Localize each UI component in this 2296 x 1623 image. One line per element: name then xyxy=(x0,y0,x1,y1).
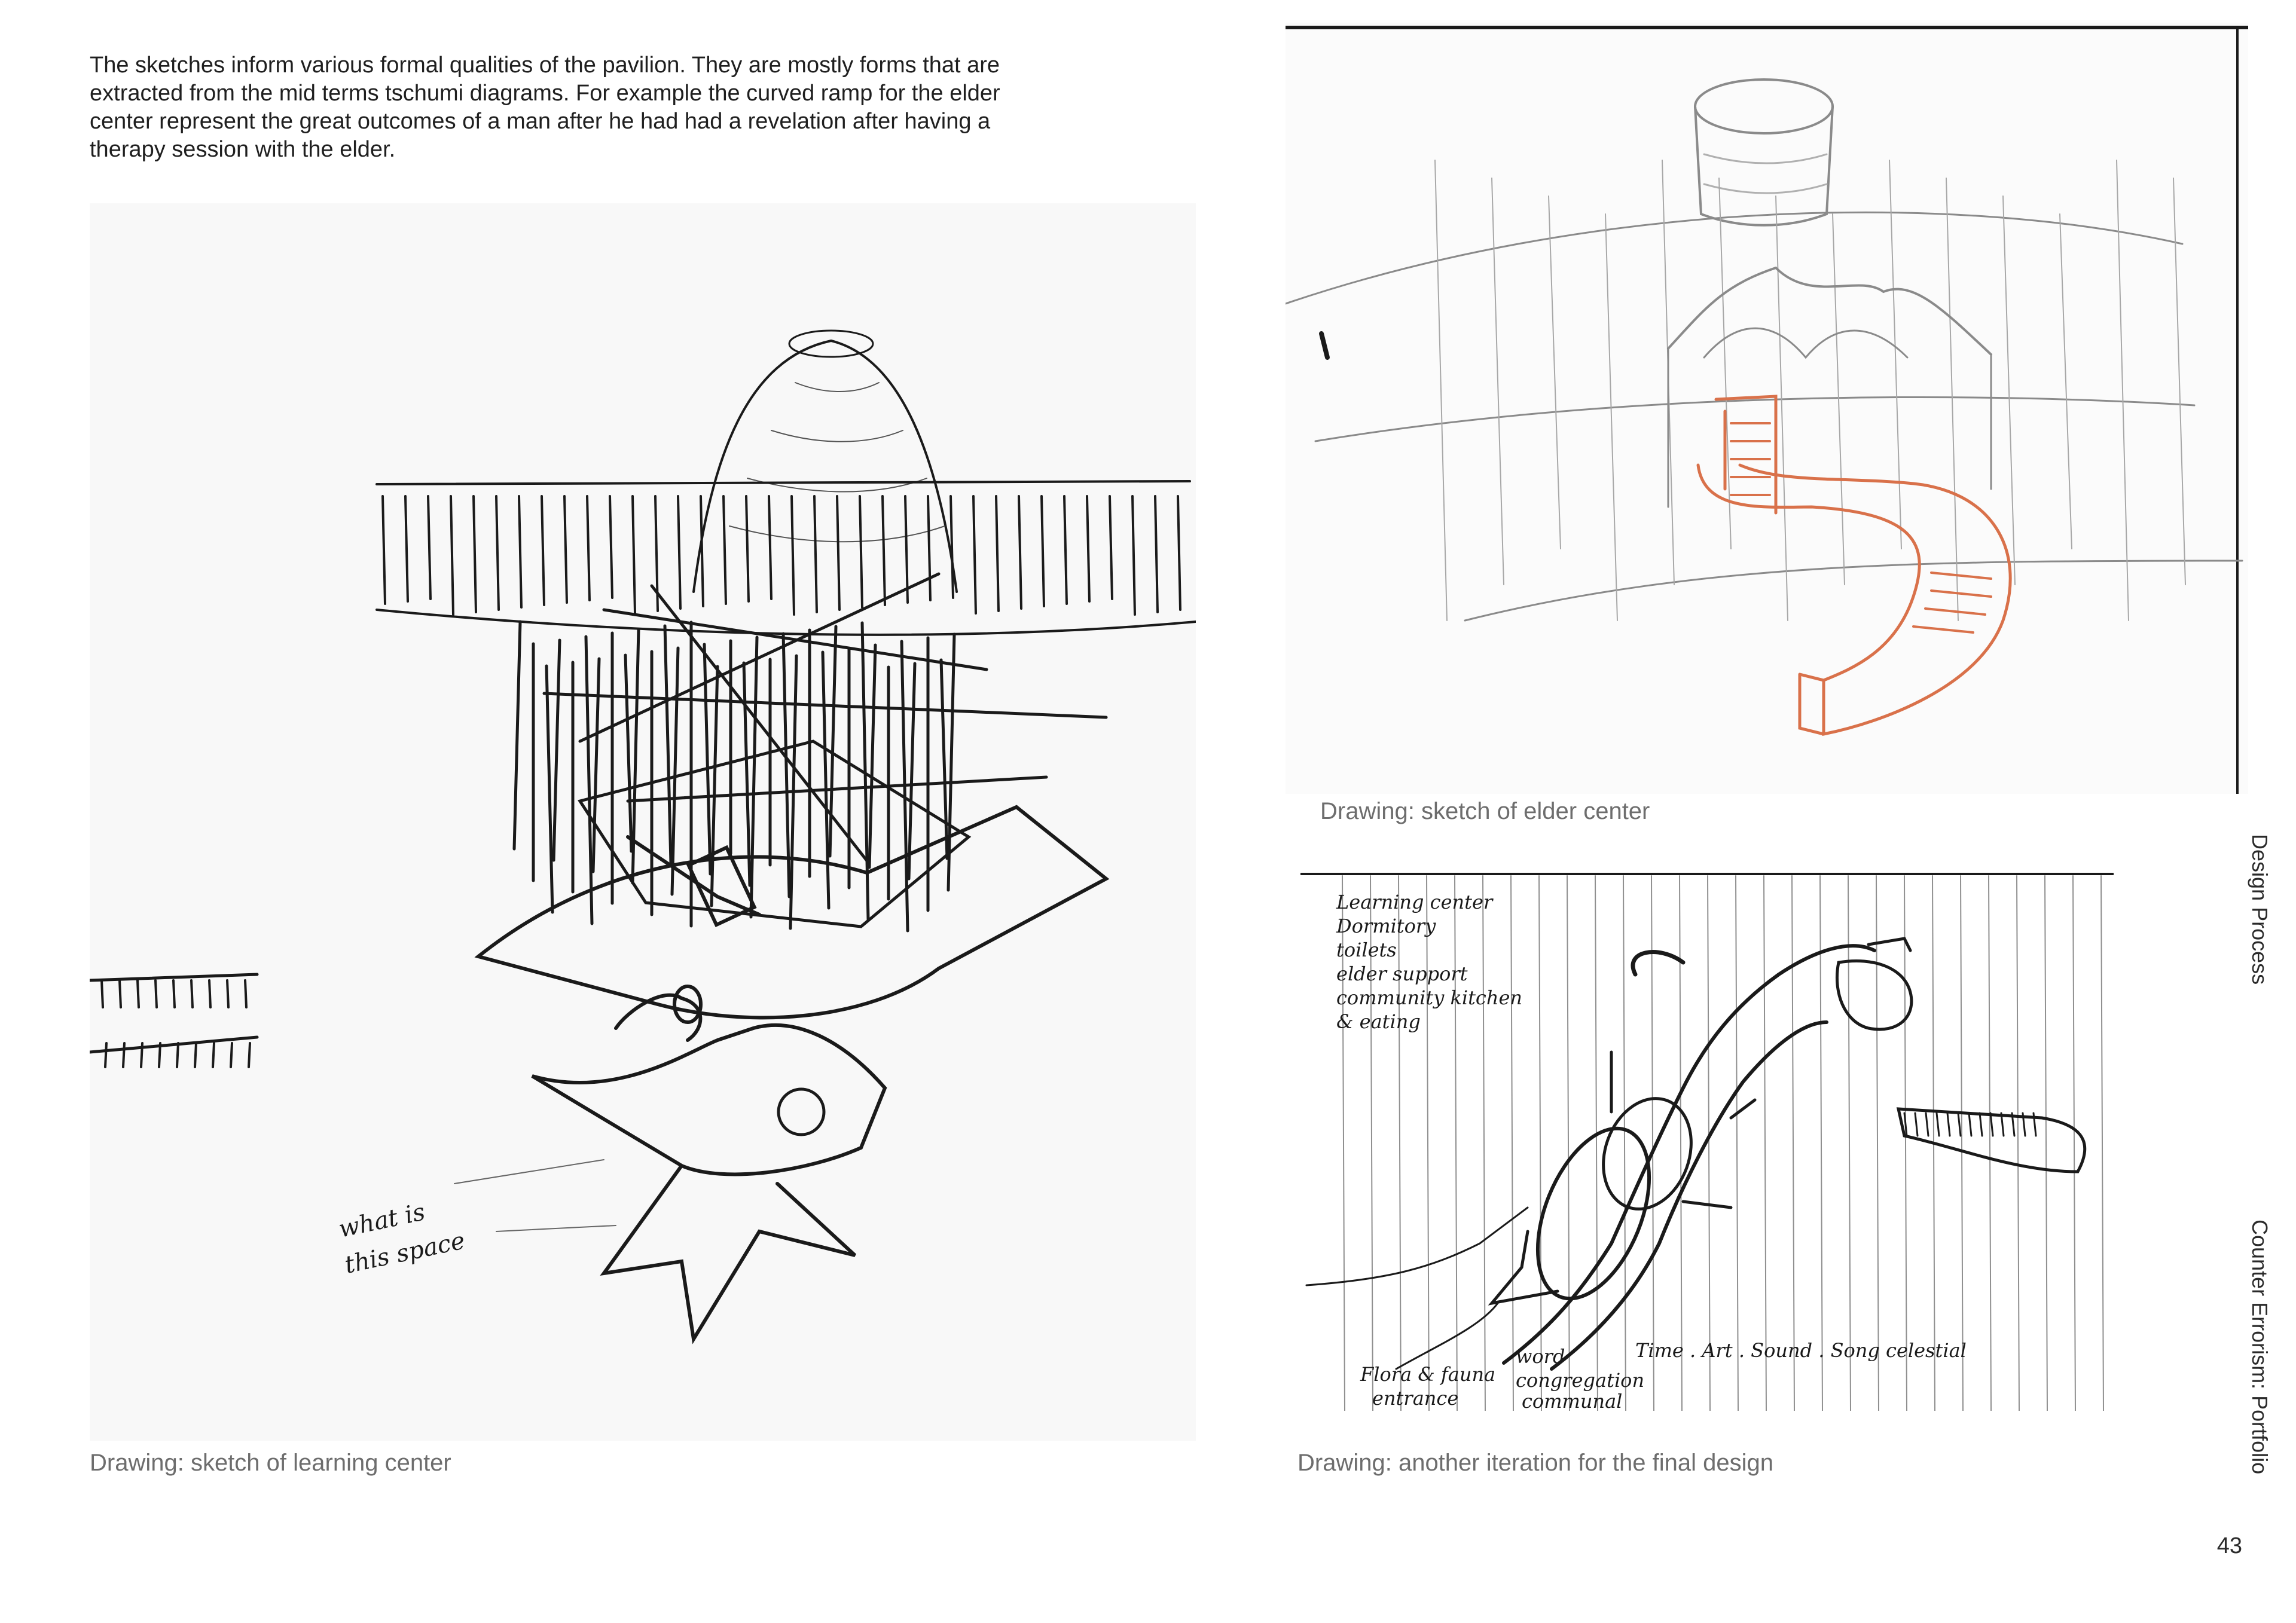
note-item: Time . Art . Sound . Song celestial xyxy=(1635,1339,1967,1362)
page-number: 43 xyxy=(2216,1533,2242,1558)
note-item: entrance xyxy=(1372,1387,1458,1410)
intro-line: The sketches inform various formal quali… xyxy=(90,53,1000,78)
note-item: communal xyxy=(1522,1390,1622,1411)
elder-center-sketch xyxy=(1286,23,2248,794)
note-item: congregation xyxy=(1516,1369,1644,1392)
elder-center-caption: Drawing: sketch of elder center xyxy=(1320,798,1650,824)
note-item: word xyxy=(1516,1345,1565,1368)
iteration-sketch: Learning center Dormitory toilets elder … xyxy=(1300,873,2114,1411)
section-label: Design Process xyxy=(2248,834,2272,985)
note-item: & eating xyxy=(1336,1010,1421,1033)
note-item: community kitchen xyxy=(1336,986,1522,1009)
note-item: toilets xyxy=(1336,939,1397,961)
iteration-caption: Drawing: another iteration for the final… xyxy=(1297,1450,1774,1476)
intro-line: therapy session with the elder. xyxy=(90,137,396,162)
intro-paragraph: The sketches inform various formal quali… xyxy=(90,51,1118,164)
note-item: Learning center xyxy=(1336,891,1494,913)
note-item: elder support xyxy=(1336,962,1468,985)
learning-center-caption: Drawing: sketch of learning center xyxy=(90,1450,451,1476)
intro-line: extracted from the mid terms tschumi dia… xyxy=(90,81,1000,106)
note-item: Flora & fauna xyxy=(1360,1363,1495,1386)
note-item: Dormitory xyxy=(1336,915,1436,937)
intro-line: center represent the great outcomes of a… xyxy=(90,109,991,134)
learning-center-sketch: what is this space xyxy=(90,203,1196,1441)
publication-label: Counter Errorism: Portfolio xyxy=(2248,1219,2272,1475)
